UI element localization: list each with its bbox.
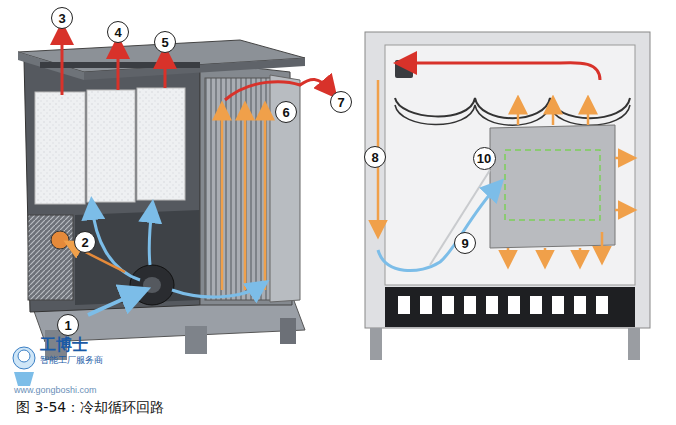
callout-number: 5: [161, 36, 168, 49]
illustration-rect: [505, 150, 600, 220]
illustration-circle: [13, 347, 35, 369]
callout-number: 4: [114, 26, 121, 39]
illustration-rect: [280, 318, 296, 344]
illustration-path: [61, 30, 64, 95]
callout-number: 9: [461, 237, 468, 250]
illustration-rect: [365, 32, 650, 328]
illustration-rect: [486, 296, 498, 314]
callout-circle: 8: [364, 146, 386, 168]
illustration-polygon: [24, 60, 200, 312]
illustration-path: [587, 102, 590, 125]
illustration-path: [544, 248, 547, 262]
illustration-rect: [87, 90, 135, 202]
illustration-polygon: [270, 75, 300, 302]
illustration-rect: [385, 45, 635, 285]
illustration-rect: [40, 62, 200, 68]
watermark-slogan: 智能工厂服务商: [40, 356, 103, 366]
illustration-path: [615, 157, 630, 160]
illustration-path: [244, 108, 247, 290]
illustration-path: [507, 248, 510, 262]
illustration-path: [402, 63, 600, 80]
callout-number: 7: [337, 96, 344, 109]
illustration-path: [579, 248, 582, 262]
callout-number: 1: [64, 319, 71, 332]
illustration-path: [149, 208, 152, 265]
illustration-rect: [596, 296, 608, 314]
watermark-url: www.gongboshi.com: [14, 386, 97, 396]
illustration-rect: [552, 296, 564, 314]
illustration-circle: [51, 231, 69, 249]
illustration-g: [398, 296, 608, 314]
illustration-ellipse: [143, 277, 161, 293]
illustration-rect: [35, 92, 85, 204]
callout-circle: 5: [154, 31, 176, 53]
illustration-path: [14, 372, 34, 386]
illustration-circle: [18, 350, 30, 362]
illustration-path: [552, 102, 555, 125]
illustration-path: [172, 285, 262, 297]
callout-circle: 4: [107, 21, 129, 43]
illustration-rect: [530, 296, 542, 314]
illustration-rect: [185, 326, 207, 354]
callout-number: 6: [282, 106, 289, 119]
illustration-rect: [28, 215, 73, 300]
illustration-path: [615, 209, 630, 212]
callout-number: 8: [371, 151, 378, 164]
illustration-path: [430, 170, 490, 265]
illustration-path: [117, 44, 120, 90]
callout-circle: 10: [473, 147, 496, 170]
figure-caption: 图 3-54：冷却循环回路: [16, 400, 164, 415]
illustration-rect: [205, 78, 275, 300]
callout-number: 10: [477, 152, 491, 165]
callout-circle: 7: [330, 91, 352, 113]
illustration-rect: [385, 287, 635, 327]
illustration-path: [164, 54, 167, 88]
illustration-rect: [137, 88, 185, 200]
illustration-rect: [420, 296, 432, 314]
callout-circle: 3: [51, 7, 73, 29]
callout-circle: 6: [275, 101, 297, 123]
illustration-path: [378, 185, 498, 271]
callout-number: 2: [81, 236, 88, 249]
illustration-rect: [370, 328, 382, 360]
illustration-g: [508, 102, 630, 262]
illustration-path: [221, 108, 224, 290]
illustration-rect: [442, 296, 454, 314]
illustration-path: [395, 105, 630, 125]
illustration-rect: [574, 296, 586, 314]
callout-number: 3: [58, 12, 65, 25]
illustration-path: [601, 232, 604, 258]
illustration-rect: [464, 296, 476, 314]
illustration-rect: [398, 296, 410, 314]
illustration-path: [517, 102, 520, 125]
illustration-path: [88, 292, 140, 315]
illustration-path: [264, 108, 267, 290]
callout-circle: 1: [57, 314, 79, 336]
illustration-rect: [628, 328, 640, 360]
illustration-path: [225, 79, 332, 100]
illustration-polygon: [490, 125, 615, 248]
callout-circle: 2: [74, 231, 96, 253]
illustration-path: [395, 98, 630, 118]
callout-circle: 9: [454, 232, 476, 254]
watermark-logo: 工博士: [40, 336, 88, 354]
illustration-rect: [508, 296, 520, 314]
illustration-ellipse: [130, 265, 174, 305]
